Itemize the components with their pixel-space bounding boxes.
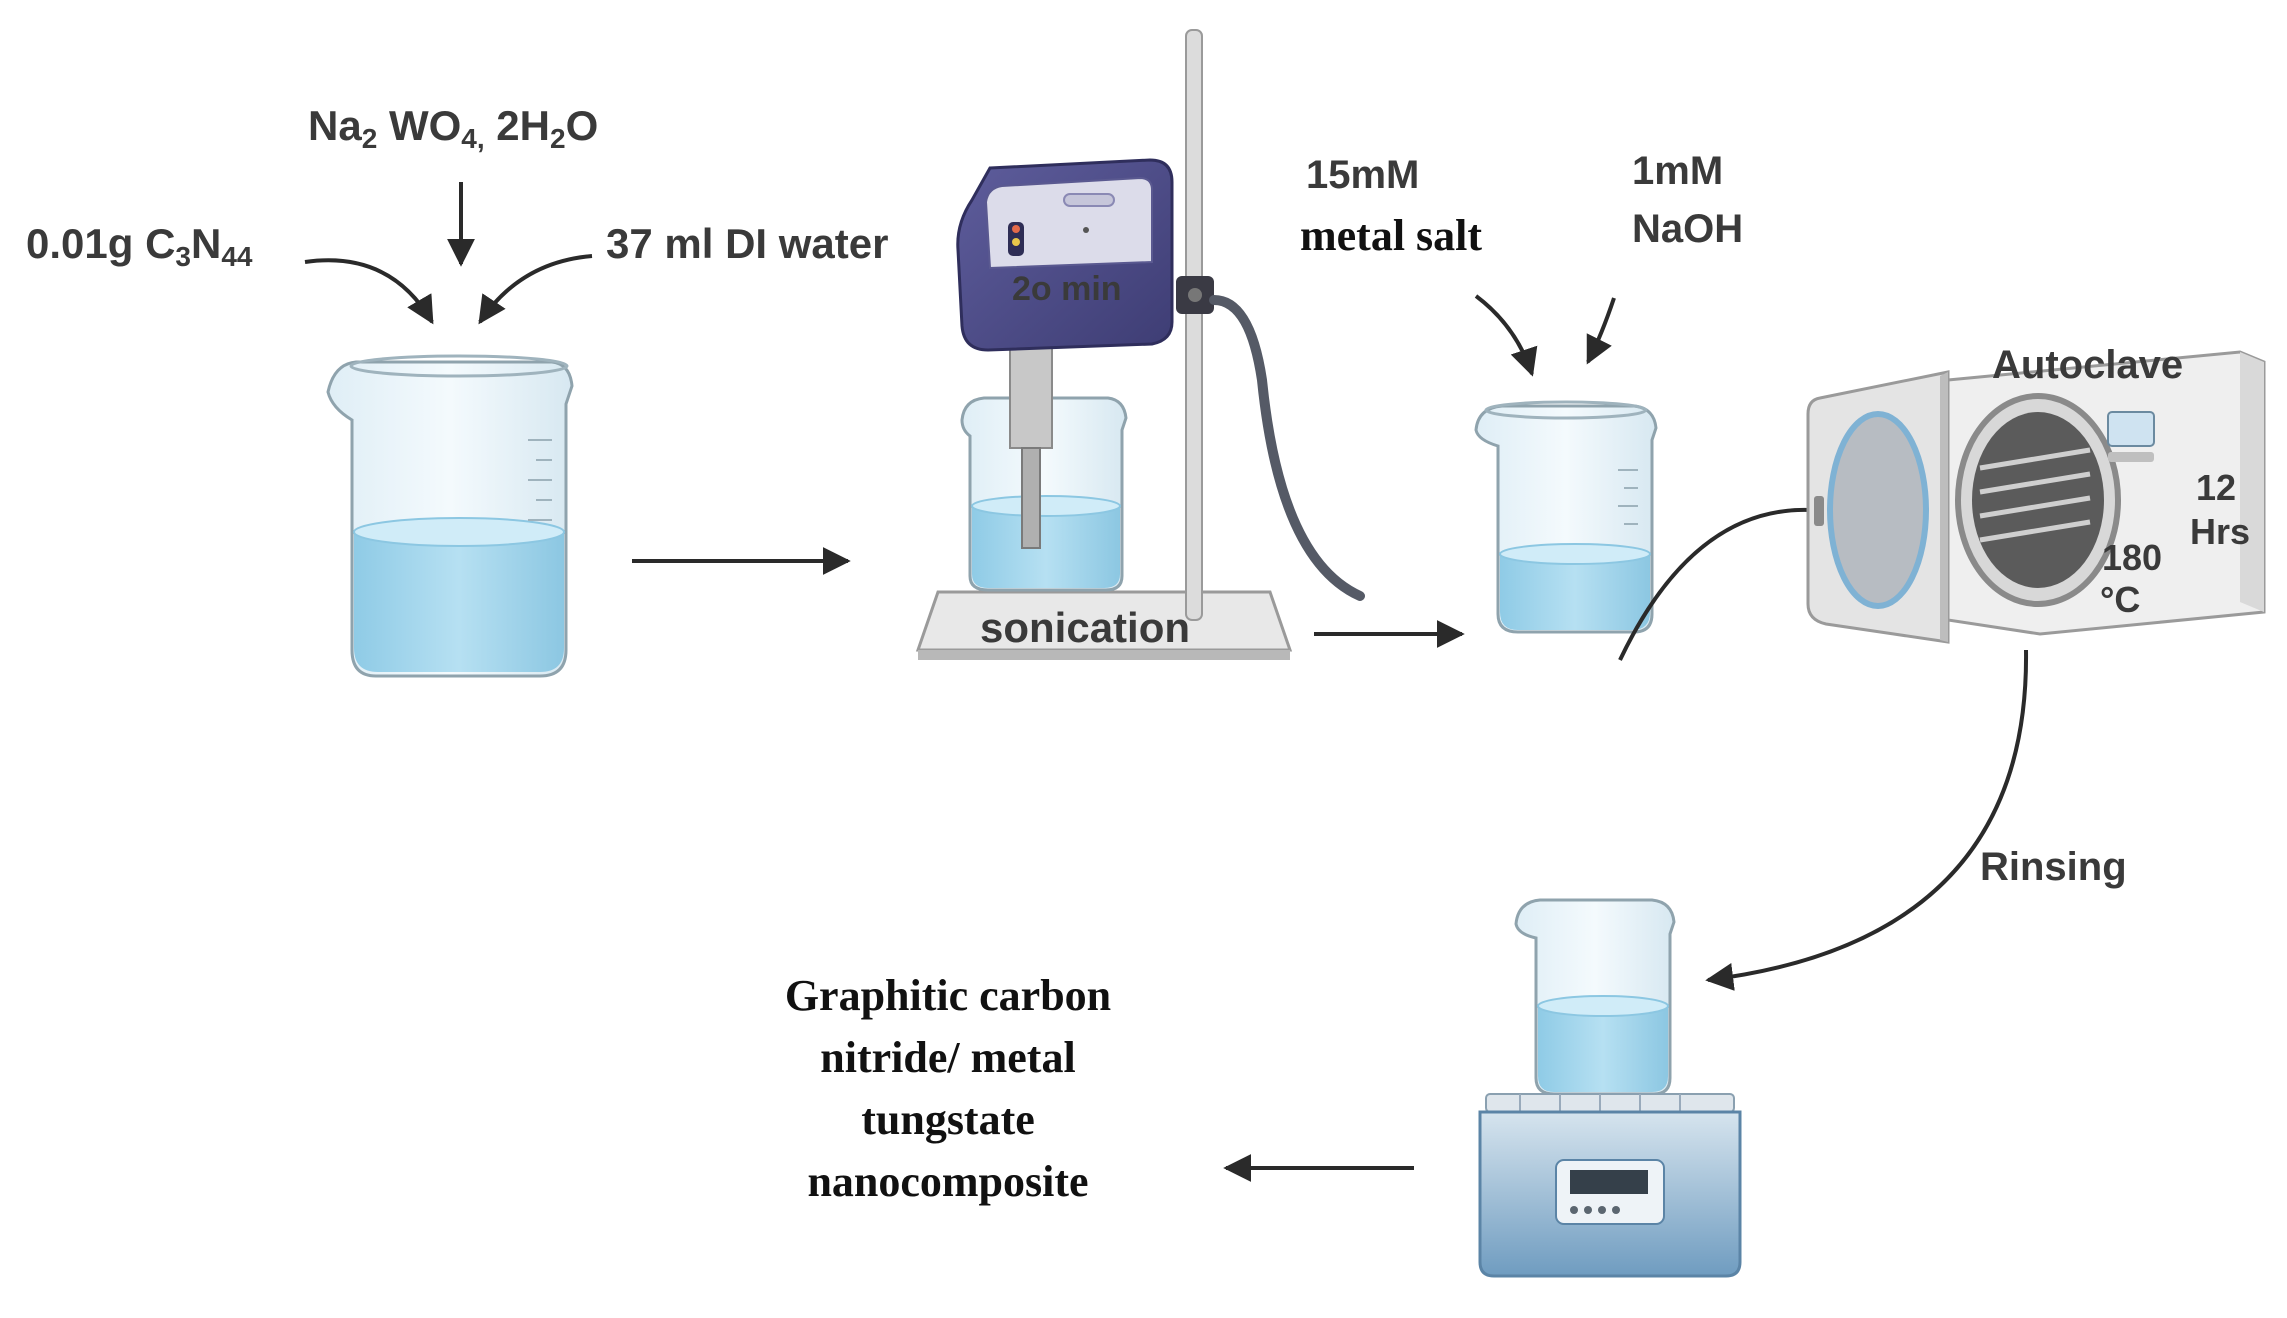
- autoclave-time-value: 12: [2196, 467, 2236, 508]
- arrow-water-in: [478, 254, 593, 325]
- product-label: Graphitic carbon nitride/ metal tungstat…: [785, 971, 1111, 1206]
- autoclave-title: Autoclave: [1992, 343, 2183, 387]
- arrow-rinsing: [1705, 649, 2029, 991]
- label-carbon-nitride: 0.01g C3N44: [26, 220, 253, 272]
- autoclave-temp-value: 180: [2102, 537, 2162, 578]
- arrow-naoh-in: [1586, 297, 1616, 365]
- hotplate-stirrer: [1478, 898, 1742, 1278]
- label-naoh: NaOH: [1632, 207, 1743, 251]
- product-line-1: Graphitic carbon: [785, 971, 1111, 1020]
- beaker-additives: [1474, 400, 1658, 634]
- label-metal-salt: metal salt: [1300, 211, 1482, 260]
- rinsing-label: Rinsing: [1980, 845, 2127, 889]
- sonication-timer: 2o min: [1012, 270, 1122, 308]
- product-line-4: nanocomposite: [807, 1157, 1088, 1206]
- sonication-label: sonication: [980, 604, 1190, 651]
- arrow-carbon-nitride-in: [304, 258, 434, 325]
- autoclave-time-unit: Hrs: [2190, 511, 2250, 552]
- autoclave-temp-unit: °C: [2100, 579, 2140, 620]
- beaker-mixing: [326, 354, 574, 678]
- product-line-3: tungstate: [861, 1095, 1035, 1144]
- label-naoh-conc: 1mM: [1632, 149, 1723, 193]
- arrow-metal-salt-in: [1474, 294, 1538, 377]
- sonicator-device: 2o min sonication: [915, 29, 1365, 660]
- label-metal-salt-conc: 15mM: [1306, 153, 1419, 197]
- label-sodium-tungstate: Na2 WO4, 2H2O: [308, 102, 598, 154]
- product-line-2: nitride/ metal: [820, 1033, 1075, 1082]
- label-di-water: 37 ml DI water: [606, 220, 888, 267]
- autoclave-device: Autoclave 12 Hrs 180 °C: [1806, 343, 2266, 644]
